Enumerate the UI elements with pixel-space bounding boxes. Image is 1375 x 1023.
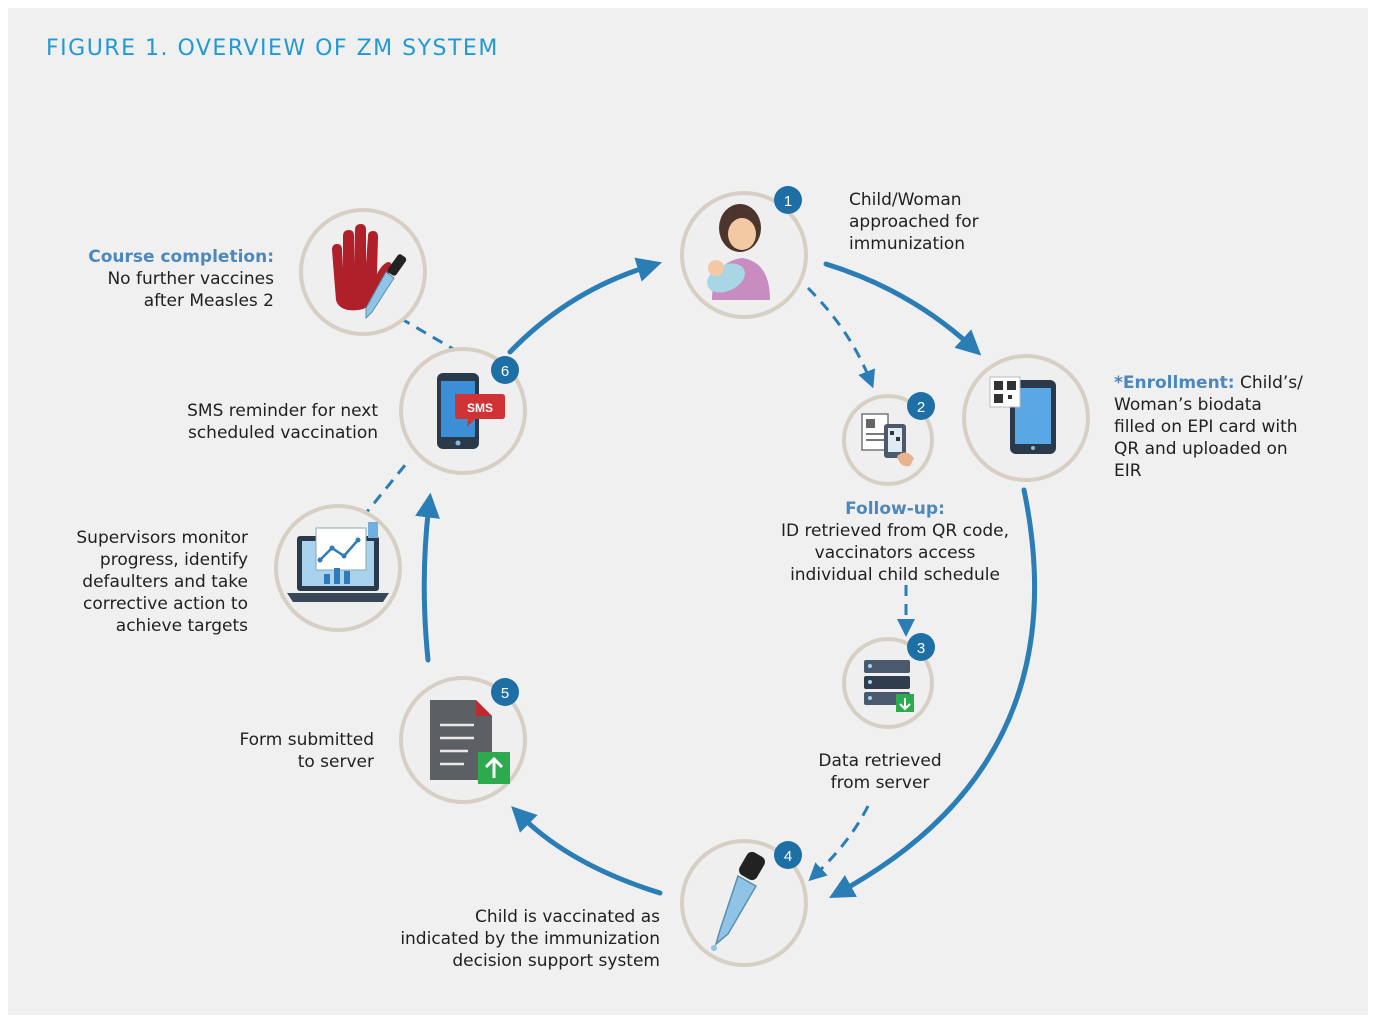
arrow-4-to-5 <box>511 806 663 896</box>
step-6-badge: 6 <box>501 363 509 380</box>
step-3-label: Data retrieved from server <box>818 751 942 793</box>
figure-panel <box>8 8 1368 1015</box>
arrow-5-to-6 <box>415 492 440 663</box>
completion-node <box>299 208 427 336</box>
step-4-badge: 4 <box>784 848 792 865</box>
step-3-badge: 3 <box>917 640 925 657</box>
step-6-label: SMS reminder for next scheduled vaccinat… <box>187 401 378 443</box>
completion-label: Course completion: No further vaccines a… <box>60 246 274 312</box>
followup-label: Follow-up: ID retrieved from QR code, va… <box>760 498 1030 586</box>
arrow-enrollment-to-4 <box>829 487 1038 899</box>
sms-badge-text: SMS <box>467 401 493 415</box>
step-5-label: Form submitted to server <box>239 730 374 772</box>
cycle-arrows <box>415 257 1038 899</box>
enrollment-label: *Enrollment: Child’s/ Woman’s biodata fi… <box>1114 373 1303 481</box>
supervisors-node <box>274 504 402 632</box>
step-1-label: Child/Woman approached for immunization <box>849 190 979 254</box>
enrollment-node <box>962 354 1090 482</box>
arrow-1-to-enrollment <box>823 261 982 356</box>
dashed-connectors <box>360 286 915 882</box>
dash-supervisors-to-6 <box>360 458 412 519</box>
supervisors-label: Supervisors monitor progress, identify d… <box>76 528 248 636</box>
step-3-node: 3 <box>842 633 935 729</box>
qr-card-scan-icon <box>861 413 914 467</box>
arrow-6-to-1 <box>507 257 662 355</box>
laptop-chart-icon <box>287 522 389 602</box>
step-6-node: SMS 6 <box>399 347 527 475</box>
step-1-badge: 1 <box>784 193 792 210</box>
step-4-node: 4 <box>680 839 808 967</box>
dash-3-to-4 <box>808 805 870 882</box>
dash-completion-to-6 <box>399 316 461 355</box>
phone-sms-icon: SMS <box>437 373 505 449</box>
step-1-node: 1 <box>680 186 808 319</box>
step-5-node: 5 <box>399 676 527 804</box>
step-5-badge: 5 <box>501 685 509 702</box>
vaccine-dropper-icon <box>711 851 765 951</box>
form-upload-icon <box>430 700 510 784</box>
mother-with-baby-icon <box>707 204 770 300</box>
stop-hand-dropper-icon <box>332 224 407 320</box>
enrollment-heading: *Enrollment: <box>1114 373 1235 393</box>
followup-heading: Follow-up: <box>845 499 945 519</box>
step-2-badge: 2 <box>917 399 925 416</box>
smartphone-qr-icon <box>989 376 1056 454</box>
step-2-node: 2 <box>842 392 935 486</box>
completion-heading: Course completion: <box>88 247 274 267</box>
step-4-label: Child is vaccinated as indicated by the … <box>400 907 660 971</box>
server-download-icon <box>864 660 914 712</box>
figure-title: FIGURE 1. OVERVIEW OF ZM SYSTEM <box>46 36 499 61</box>
dash-1-to-2 <box>806 286 876 389</box>
